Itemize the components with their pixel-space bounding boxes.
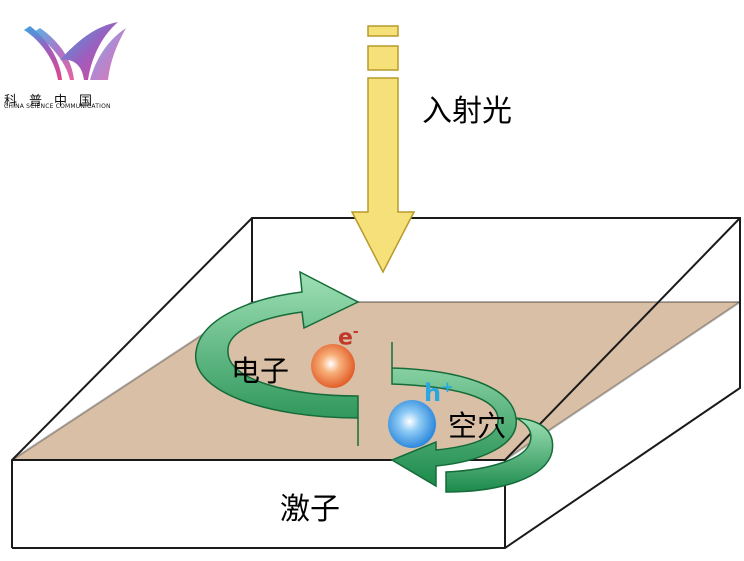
electron-charge: - <box>352 324 359 340</box>
hole-particle <box>388 400 436 448</box>
orbit-arrow-lower <box>390 342 554 493</box>
logo-name-cn: 科普中国 <box>4 94 105 109</box>
hole-symbol-letter: h <box>424 379 442 407</box>
material-slab <box>11 217 741 549</box>
electron-particle <box>311 344 355 388</box>
incident-light-label: 入射光 <box>422 94 512 129</box>
hole-symbol: h+ <box>424 378 454 407</box>
electron-symbol-letter: e <box>338 325 353 351</box>
exciton-label: 激子 <box>280 492 340 527</box>
hole-label: 空穴 <box>448 409 507 443</box>
logo-mark <box>24 22 126 80</box>
electron-label: 电子 <box>231 354 290 388</box>
orbit-arrow-upper <box>195 270 360 446</box>
hole-charge: + <box>441 378 454 396</box>
electron-symbol: e- <box>338 324 359 350</box>
incident-light-arrow <box>350 25 416 274</box>
logo-name-en: CHINA SCIENCE COMMUNICATION <box>4 103 111 110</box>
